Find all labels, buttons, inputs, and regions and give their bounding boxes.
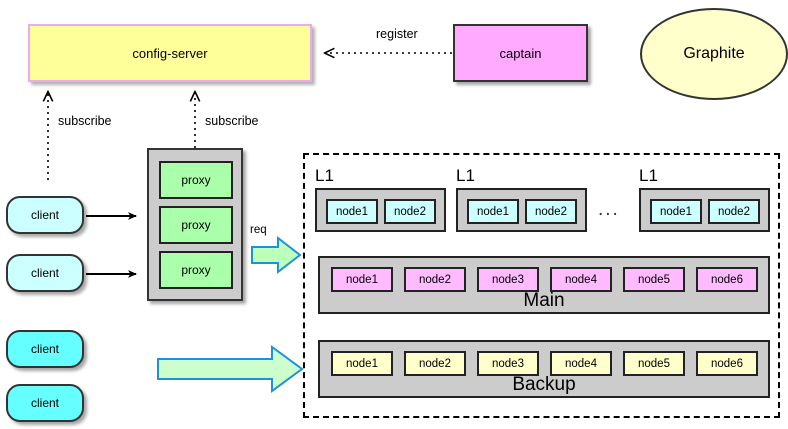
proxy-2-label: proxy — [181, 218, 211, 232]
backup-node-3-label: node3 — [492, 357, 524, 370]
l1-group-3-node-2-label: node2 — [718, 205, 750, 218]
l1-group-2-label: L1 — [456, 166, 475, 185]
main-node-5[interactable]: node5 — [623, 267, 685, 292]
l1-groups-ellipsis: ... — [598, 199, 620, 220]
l1-group-1-node-2-label: node2 — [394, 205, 426, 218]
l1-group-1-node-2[interactable]: node2 — [384, 199, 436, 224]
main-node-3[interactable]: node3 — [477, 267, 539, 292]
l1-group-3-label: L1 — [639, 166, 658, 185]
main-node-2-label: node2 — [419, 273, 451, 286]
req-edge-label: req — [250, 224, 267, 236]
graphite-label: Graphite — [683, 45, 745, 62]
l1-group-2-node-1-label: node1 — [477, 205, 509, 218]
client-2-label: client — [30, 266, 59, 280]
backup-node-5[interactable]: node5 — [623, 351, 685, 376]
l1-group-1-node-1-label: node1 — [336, 205, 368, 218]
main-node-4-label: node4 — [565, 273, 597, 286]
backup-tier-box: node1 node2 node3 node4 node5 node6 Back… — [318, 340, 770, 398]
l1-group-3-node-1-label: node1 — [660, 205, 692, 218]
proxy-2[interactable]: proxy — [159, 206, 233, 244]
l1-group-1-node-1[interactable]: node1 — [326, 199, 378, 224]
client-1[interactable]: client — [6, 196, 84, 234]
req-block-arrow — [251, 235, 302, 275]
backup-node-6-label: node6 — [711, 357, 743, 370]
subscribe-right-edge-label: subscribe — [205, 114, 259, 128]
proxy-3[interactable]: proxy — [159, 251, 233, 289]
main-node-3-label: node3 — [492, 273, 524, 286]
main-tier-label: Main — [523, 290, 565, 311]
backup-block-arrow — [157, 345, 304, 393]
l1-group-2-box: node1 node2 — [456, 188, 587, 232]
main-node-5-label: node5 — [638, 273, 670, 286]
main-node-6-label: node6 — [711, 273, 743, 286]
backup-node-3[interactable]: node3 — [477, 351, 539, 376]
l1-group-3-box: node1 node2 — [639, 188, 770, 232]
main-node-6[interactable]: node6 — [696, 267, 758, 292]
subscribe-left-edge-label: subscribe — [58, 114, 112, 128]
main-node-1[interactable]: node1 — [331, 267, 393, 292]
main-tier-box: node1 node2 node3 node4 node5 node6 Main — [318, 256, 770, 314]
l1-group-1-label: L1 — [315, 166, 334, 185]
client-4-label: client — [30, 396, 59, 410]
backup-node-6[interactable]: node6 — [696, 351, 758, 376]
backup-node-1[interactable]: node1 — [331, 351, 393, 376]
client-4[interactable]: client — [6, 384, 84, 422]
proxy-1[interactable]: proxy — [159, 161, 233, 199]
captain-box[interactable]: captain — [453, 24, 588, 82]
client-2[interactable]: client — [6, 254, 84, 292]
proxy-group-box: proxy proxy proxy — [147, 148, 243, 301]
client-1-label: client — [30, 208, 59, 222]
proxy-3-label: proxy — [181, 263, 211, 277]
backup-node-2[interactable]: node2 — [404, 351, 466, 376]
main-node-1-label: node1 — [346, 273, 378, 286]
main-node-2[interactable]: node2 — [404, 267, 466, 292]
l1-group-2-node-2[interactable]: node2 — [525, 199, 577, 224]
backup-tier-label: Backup — [512, 374, 576, 395]
l1-group-1-box: node1 node2 — [315, 188, 446, 232]
l1-group-2-node-2-label: node2 — [535, 205, 567, 218]
backup-node-2-label: node2 — [419, 357, 451, 370]
backup-node-1-label: node1 — [346, 357, 378, 370]
main-node-4[interactable]: node4 — [550, 267, 612, 292]
client-3-label: client — [30, 342, 59, 356]
config-server-box[interactable]: config-server — [28, 24, 312, 82]
graphite-ellipse[interactable]: Graphite — [640, 8, 788, 100]
l1-group-3-node-1[interactable]: node1 — [650, 199, 702, 224]
backup-node-4[interactable]: node4 — [550, 351, 612, 376]
l1-group-3-node-2[interactable]: node2 — [708, 199, 760, 224]
backup-node-4-label: node4 — [565, 357, 597, 370]
cluster-boundary — [303, 153, 780, 418]
captain-label: captain — [499, 45, 542, 61]
register-edge-label: register — [376, 27, 418, 41]
config-server-label: config-server — [132, 45, 208, 61]
backup-node-5-label: node5 — [638, 357, 670, 370]
proxy-1-label: proxy — [181, 173, 211, 187]
client-3[interactable]: client — [6, 330, 84, 368]
l1-group-2-node-1[interactable]: node1 — [467, 199, 519, 224]
